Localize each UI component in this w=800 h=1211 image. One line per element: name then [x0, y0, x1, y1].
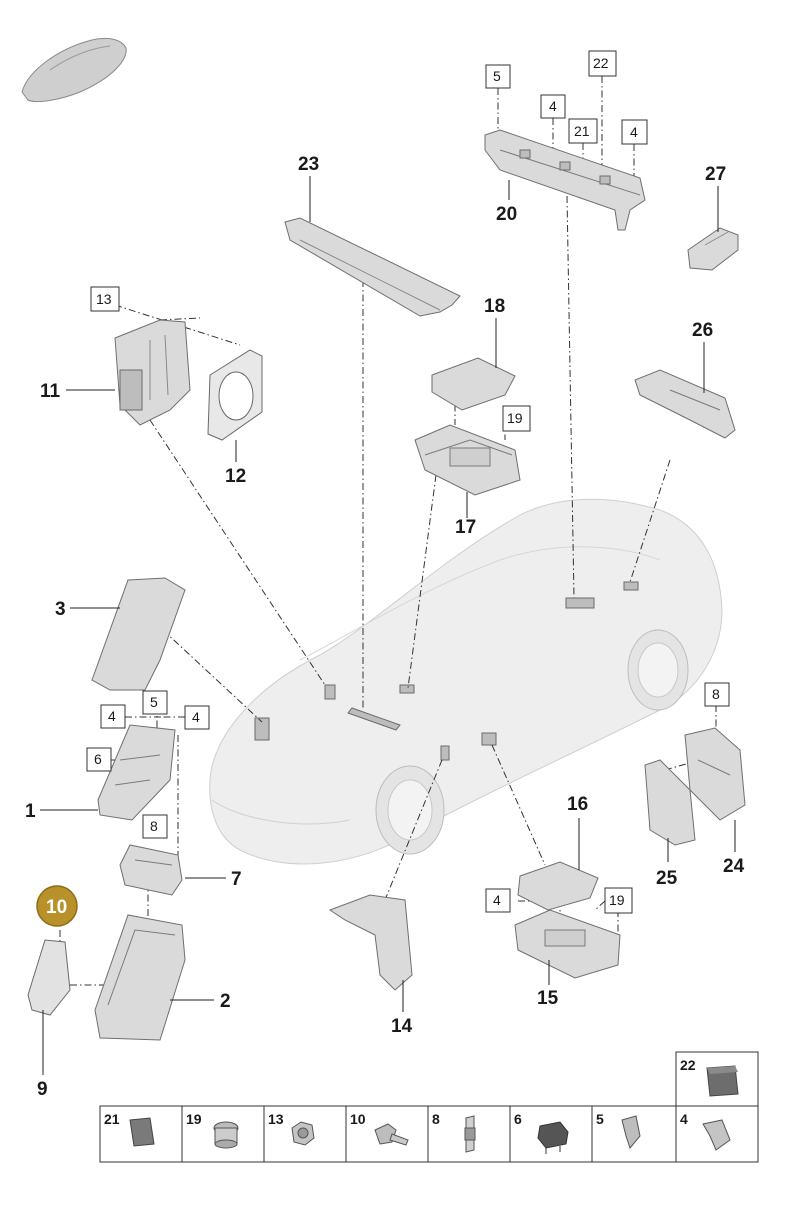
part-1-fuse-holder: [97, 724, 176, 821]
boxed-13: 13: [96, 291, 112, 307]
boxed-labels: 5 4 22 21 4 13 19 8 4 5 4 6 8 4 19: [86, 50, 730, 914]
callout-18: 18: [484, 296, 505, 317]
legend-13-number: 13: [268, 1111, 284, 1127]
mount-point-icon: [399, 684, 415, 694]
boxed-5-left: 5: [150, 694, 158, 710]
callout-2: 2: [220, 991, 231, 1012]
callout-27: 27: [705, 164, 726, 185]
vehicle-thumbnail-icon: [21, 37, 127, 103]
legend-5-number: 5: [596, 1111, 604, 1127]
part-2-box: [94, 914, 186, 1041]
highlighted-callout-10[interactable]: 10: [36, 885, 78, 927]
callout-26: 26: [692, 320, 713, 341]
callout-labels: 23 20 27 11 12 18 17 26 3 1 7 2 9 14 16 …: [25, 154, 745, 1100]
leader-lines: [40, 176, 736, 1075]
callout-15: 15: [537, 988, 559, 1009]
part-15-fuse-box: [514, 909, 621, 979]
mount-point-icon: [347, 707, 401, 731]
callout-12: 12: [225, 466, 246, 487]
boxed-4-lower: 4: [493, 892, 501, 908]
boxed-8-left: 8: [150, 818, 158, 834]
callout-9: 9: [37, 1079, 48, 1100]
part-23-panel: [284, 217, 461, 317]
boxed-19-lower: 19: [609, 892, 625, 908]
mount-point-icon: [481, 732, 497, 746]
boxed-22-top: 22: [593, 55, 609, 71]
fuse-strip-icon: [464, 1115, 476, 1153]
mount-point-icon: [565, 597, 595, 609]
boxed-21-top: 21: [574, 123, 590, 139]
part-3-cover: [91, 577, 186, 691]
part-26-carrier: [634, 369, 736, 439]
callout-20: 20: [496, 204, 517, 225]
part-27-bracket: [687, 227, 739, 271]
callout-1: 1: [25, 801, 36, 822]
part-14-bracket: [328, 894, 413, 991]
hex-nut-icon: [291, 1121, 315, 1146]
callout-17: 17: [455, 517, 476, 538]
legend-10-number: 10: [350, 1111, 366, 1127]
part-16-cover: [517, 861, 599, 911]
callout-25: 25: [656, 868, 678, 889]
callout-7: 7: [231, 869, 242, 890]
vehicle-outline-icon: [209, 498, 723, 865]
legend-4-number: 4: [680, 1111, 688, 1127]
relay-block-icon: [129, 1117, 155, 1147]
boxed-4-top-a: 4: [549, 98, 557, 114]
part-9-bracket: [27, 939, 71, 1016]
callout-16: 16: [567, 794, 588, 815]
callout-24: 24: [723, 856, 745, 877]
part-20-carrier: [484, 129, 646, 231]
legend-21-number: 21: [104, 1111, 120, 1127]
flat-fuse-icon: [621, 1115, 641, 1150]
callout-10: 10: [46, 897, 67, 918]
legend-6-number: 6: [514, 1111, 522, 1127]
callout-3: 3: [55, 599, 66, 620]
mount-point-icon: [324, 684, 336, 700]
mini-fuse-icon: [702, 1119, 731, 1151]
legend-8-number: 8: [432, 1111, 440, 1127]
large-relay-icon: [706, 1065, 739, 1097]
part-12-gasket: [207, 349, 263, 441]
boxed-6-left: 6: [94, 751, 102, 767]
part-11-bracket: [114, 319, 191, 426]
part-17-fuse-box: [414, 424, 521, 496]
boxed-5-top: 5: [493, 68, 501, 84]
small-parts-legend: 22 21 19 13 10: [99, 1051, 759, 1163]
relay-icon: [537, 1121, 569, 1154]
mount-point-icon: [623, 581, 639, 591]
legend-22-number: 22: [680, 1057, 696, 1073]
boxed-19-upper: 19: [507, 410, 523, 426]
callout-11: 11: [40, 381, 61, 402]
callout-23: 23: [298, 154, 319, 175]
boxed-4-left-b: 4: [192, 709, 200, 725]
part-25-bracket: [644, 759, 696, 846]
part-24-relay-carrier: [684, 727, 746, 821]
part-18-cover: [431, 357, 516, 411]
spacer-sleeve-icon: [213, 1121, 239, 1149]
part-7-relay-holder: [119, 844, 183, 896]
boxed-4-top-b: 4: [630, 124, 638, 140]
mount-point-icon: [254, 717, 270, 741]
legend-19-number: 19: [186, 1111, 202, 1127]
bolt-icon: [374, 1123, 409, 1146]
boxed-4-left-a: 4: [108, 708, 116, 724]
boxed-8-right: 8: [712, 686, 720, 702]
callout-14: 14: [391, 1016, 413, 1037]
mount-point-icon: [440, 745, 450, 761]
